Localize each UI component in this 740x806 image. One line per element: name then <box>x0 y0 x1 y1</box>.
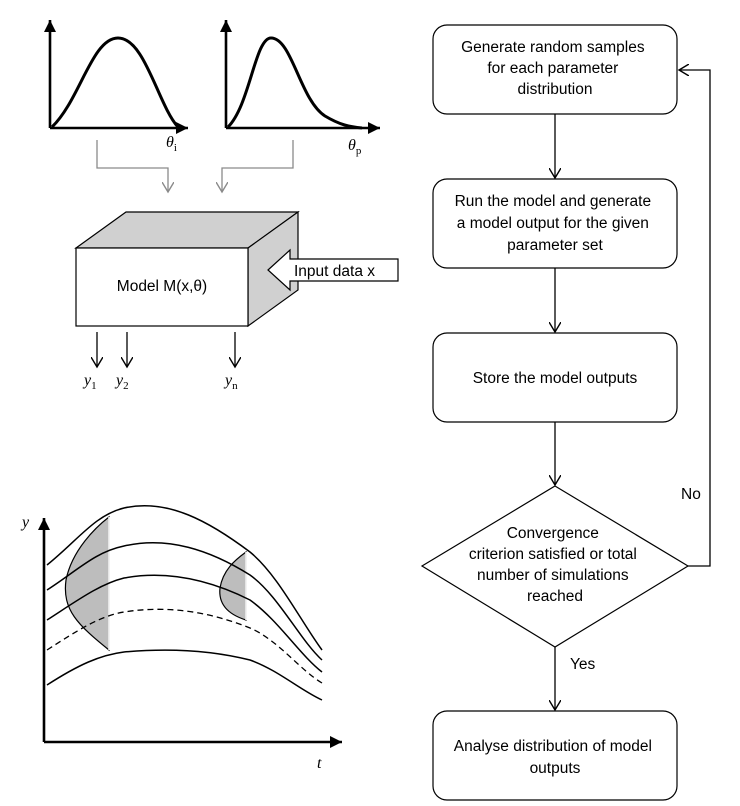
distribution-plot-theta-p: θp <box>220 20 380 157</box>
dist1-curve <box>50 36 180 129</box>
flow-step-analyse-text: Analyse distribution of model outputs <box>454 738 656 777</box>
dist1-axis-label: θi <box>166 134 177 154</box>
model-box-front <box>75 247 249 327</box>
output-label-n: yn <box>223 372 238 392</box>
output-curve-top <box>46 504 323 651</box>
dist2-axis-label: θp <box>348 137 362 157</box>
flow-no-label: No <box>681 486 701 503</box>
dist2-curve <box>226 36 363 130</box>
model-box: Model M(x,θ) <box>74 210 300 328</box>
flow-arrow-no-loop <box>679 70 711 567</box>
flow-step-analyse <box>432 710 678 801</box>
output-curve-bottom <box>46 649 323 701</box>
flow-yes-label: Yes <box>570 656 596 673</box>
connector-theta-i <box>96 140 168 192</box>
model-label: Model M(x,θ) <box>117 278 207 295</box>
connector-theta-p <box>222 140 294 192</box>
model-outputs: y1 y2 yn <box>82 332 238 392</box>
plot-y-label: y <box>20 514 30 531</box>
spread-shade-2 <box>219 550 247 621</box>
distribution-plot-theta-i: θi <box>44 20 188 154</box>
output-curve-3 <box>46 574 323 673</box>
flowchart: Generate random samples for each paramet… <box>420 24 711 801</box>
spread-shade-1 <box>64 515 110 652</box>
input-data-arrow: Input data x <box>267 248 399 292</box>
flow-decision-text: Convergence criterion satisfied or total… <box>469 525 641 605</box>
output-curve-mean <box>46 608 323 684</box>
plot-x-label: t <box>317 755 322 772</box>
flow-step-generate-samples-text: Generate random samples for each paramet… <box>461 39 649 98</box>
input-data-label: Input data x <box>294 263 375 280</box>
output-curve-2 <box>46 542 323 661</box>
flow-step-store-outputs-text: Store the model outputs <box>473 370 638 387</box>
output-spread-plot: y t <box>20 504 342 772</box>
output-label-1: y1 <box>82 372 97 392</box>
flow-step-run-model-text: Run the model and generate a model outpu… <box>455 193 656 254</box>
output-label-2: y2 <box>114 372 129 392</box>
